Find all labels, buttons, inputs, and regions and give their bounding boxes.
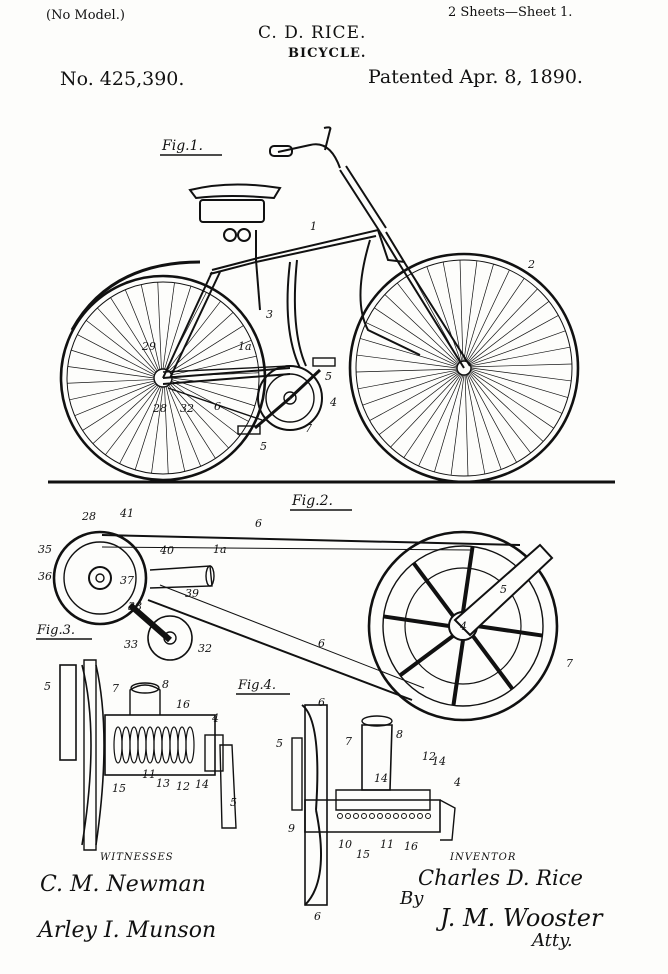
rear-mudguard <box>70 260 201 331</box>
fig2-reference-numeral: 6 <box>318 637 325 650</box>
fig2-reference-numeral: 39 <box>185 587 199 600</box>
fig1-reference-numeral: 5 <box>260 440 267 453</box>
fig2-reference-numeral: 7 <box>566 657 573 670</box>
fig4-reference-numeral: 9 <box>288 822 295 835</box>
fig3-reference-numeral: 12 <box>176 780 190 793</box>
fig4-reference-numeral: 14 <box>432 755 446 768</box>
fig2-reference-numeral: 35 <box>38 543 52 556</box>
fig4-reference-numeral: 16 <box>404 840 418 853</box>
attorney-by: By <box>400 888 424 909</box>
fig2-reference-numeral: 36 <box>38 570 52 583</box>
fig3-reference-numeral: 4 <box>211 712 219 725</box>
fig1-reference-numeral: 6 <box>214 400 221 413</box>
fig3-reference-numeral: 8 <box>162 678 169 691</box>
fig3-reference-numeral: 14 <box>195 778 209 791</box>
fig3-reference-numeral: 15 <box>112 782 126 795</box>
fig2-reference-numeral: 37 <box>120 574 134 587</box>
fig3-reference-numeral: 13 <box>156 777 170 790</box>
fig1-reference-numeral: 1a <box>238 340 252 353</box>
witness-signature-2: Arley I. Munson <box>38 918 217 943</box>
fig4-reference-numeral: 6 <box>318 696 325 709</box>
fig1-reference-numeral: 28 <box>152 402 167 415</box>
witnesses-label: WITNESSES <box>100 852 174 863</box>
fig1-reference-numeral: 32 <box>180 402 194 415</box>
model-note: (No Model.) <box>46 8 125 23</box>
witness-signature-1: C. M. Newman <box>40 872 206 897</box>
fig1-reference-numeral: 4 <box>329 396 337 409</box>
fig4-reference-numeral: 8 <box>396 728 403 741</box>
fig1-numerals: 1 2 3 1a 29 28 32 6 5 4 7 5 <box>141 220 535 453</box>
front-wheel <box>348 252 580 484</box>
fig1-reference-numeral: 7 <box>305 422 312 435</box>
attorney-signature: J. M. Wooster <box>440 904 603 932</box>
figure-1-label: Fig.1. <box>162 138 203 154</box>
patent-number: No. 425,390. <box>60 68 185 90</box>
fig4-reference-numeral: 7 <box>345 735 352 748</box>
fig2-reference-numeral: 33 <box>124 638 138 651</box>
fig2-reference-numeral: 38 <box>128 600 142 613</box>
figure-3-label: Fig.3. <box>37 623 76 638</box>
bicycle-frame <box>162 126 471 385</box>
inventor-signature: Charles D. Rice <box>418 866 583 890</box>
fig2-reference-numeral: 40 <box>159 544 174 557</box>
figure-4-label: Fig.4. <box>238 678 277 693</box>
fig2-reference-numeral: 6 <box>255 517 262 530</box>
fig2-numerals: 28 41 6 35 40 1a 36 37 38 39 33 32 6 4 5 7 <box>38 507 573 670</box>
fig3-reference-numeral: 5 <box>44 680 51 693</box>
fig2-reference-numeral: 32 <box>198 642 212 655</box>
fig3-reference-numeral: 11 <box>142 768 156 781</box>
patent-title: BICYCLE. <box>288 46 367 61</box>
fig3-reference-numeral: 7 <box>112 682 119 695</box>
rear-wheel <box>59 274 267 482</box>
inventor-label: INVENTOR <box>450 852 517 863</box>
fig4-reference-numeral: 10 <box>338 838 352 851</box>
fig1-reference-numeral: 3 <box>266 308 273 321</box>
attorney-title: Atty. <box>532 930 573 951</box>
fig2-reference-numeral: 4 <box>459 620 467 633</box>
fig1-reference-numeral: 29 <box>141 340 156 353</box>
fig1-reference-numeral: 5 <box>325 370 332 383</box>
fig4-reference-numeral: 12 <box>422 750 436 763</box>
fig4-reference-numeral: 14 <box>374 772 388 785</box>
figure-1-bicycle: 1 2 3 1a 29 28 32 6 5 4 7 5 <box>48 126 615 484</box>
fig2-reference-numeral: 28 <box>81 510 96 523</box>
fig4-reference-numeral: 15 <box>356 848 370 861</box>
inventor-name: C. D. RICE. <box>258 23 367 43</box>
fig2-reference-numeral: 5 <box>500 583 507 596</box>
drive-gear <box>162 357 336 435</box>
fig3-reference-numeral: 16 <box>176 698 190 711</box>
fig4-reference-numeral: 6 <box>314 910 321 923</box>
fig4-reference-numeral: 11 <box>380 838 394 851</box>
fig1-reference-numeral: 1 <box>310 220 317 233</box>
fig3-reference-numeral: 5 <box>230 796 237 809</box>
figure-2-label: Fig.2. <box>292 493 333 509</box>
fig4-reference-numeral: 5 <box>276 737 283 750</box>
fig2-reference-numeral: 41 <box>119 507 134 520</box>
sheet-note: 2 Sheets—Sheet 1. <box>448 5 573 20</box>
fig4-reference-numeral: 4 <box>453 776 461 789</box>
fig2-reference-numeral: 1a <box>213 543 227 556</box>
patent-date: Patented Apr. 8, 1890. <box>368 66 583 88</box>
fig1-reference-numeral: 2 <box>527 258 535 271</box>
